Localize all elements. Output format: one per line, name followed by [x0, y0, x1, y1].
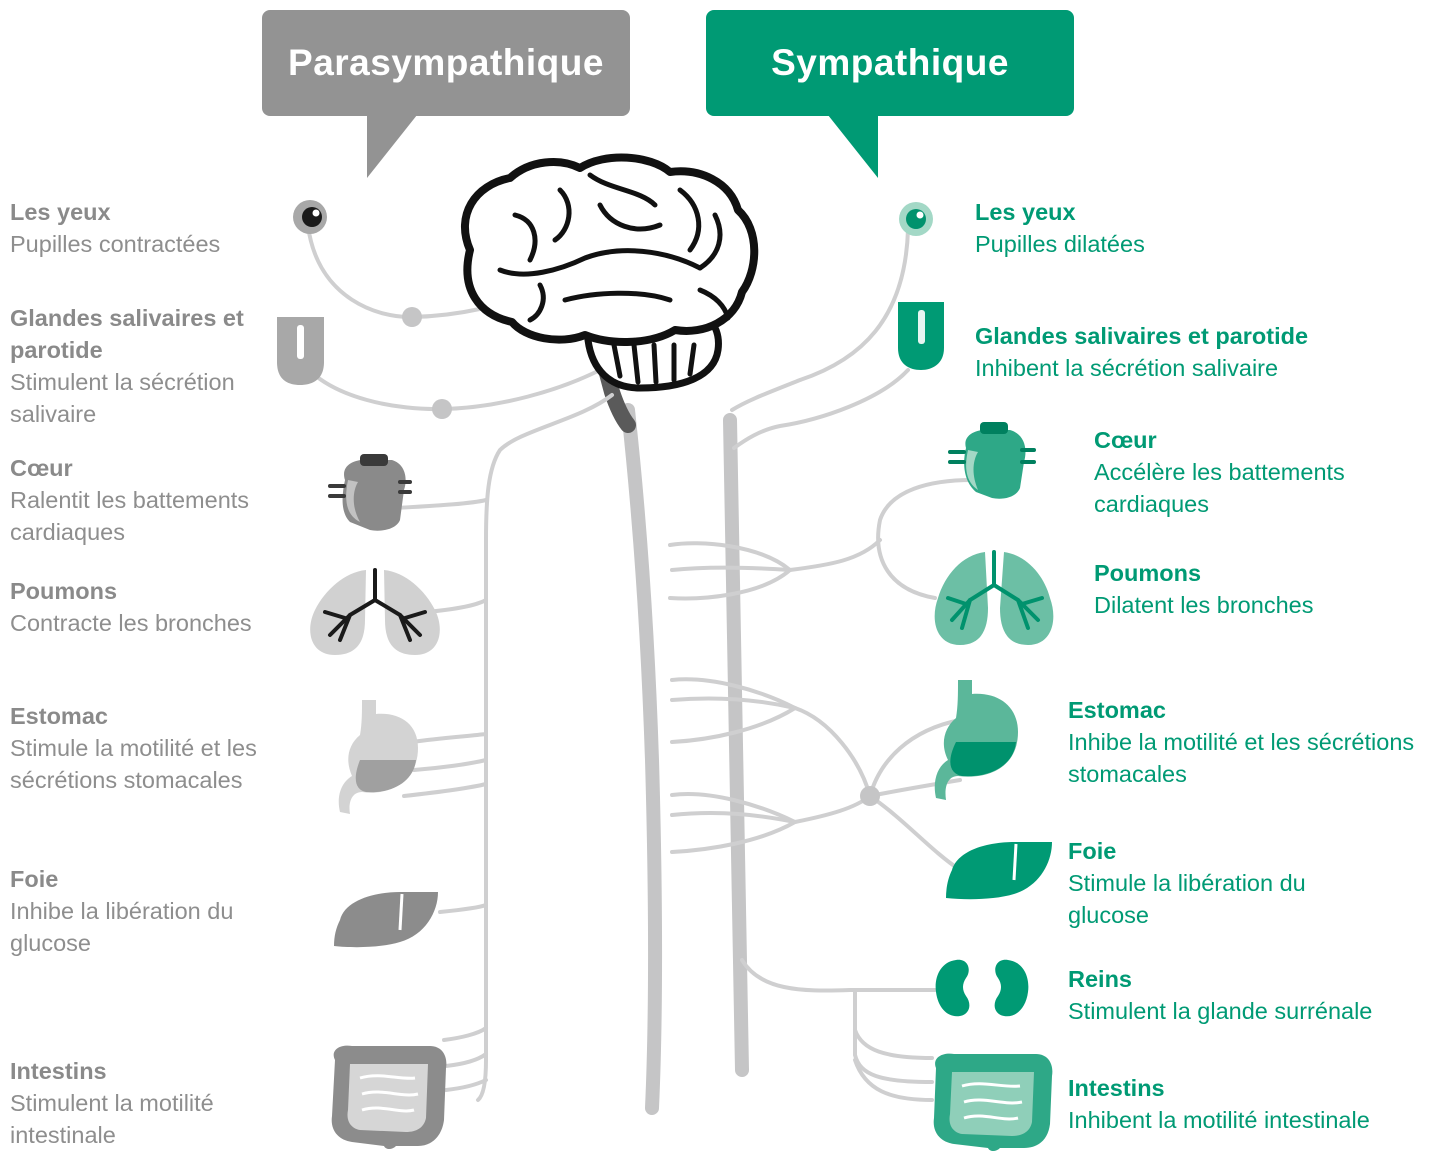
organ-name: Cœur: [1094, 424, 1394, 456]
organ-effect: Stimule la motilité et les sécrétions st…: [10, 732, 325, 796]
organ-name: Estomac: [10, 700, 325, 732]
organ-name: Glandes salivaires et parotide: [10, 302, 272, 366]
sympathetic-tongue-icon: [898, 302, 944, 370]
organ-name: Poumons: [1094, 557, 1394, 589]
organ-name: Les yeux: [975, 196, 1275, 228]
organ-effect: Ralentit les battements cardiaques: [10, 484, 295, 548]
parasympathetic-salivary-label: Glandes salivaires et parotide Stimulent…: [10, 302, 272, 430]
organ-effect: Pupilles dilatées: [975, 228, 1275, 260]
brain-icon: [465, 157, 754, 388]
organ-effect: Contracte les bronches: [10, 607, 310, 639]
parasympathetic-intestines-icon: [332, 1046, 447, 1149]
salivary-ganglion: [432, 399, 452, 419]
parasympathetic-tongue-icon: [277, 317, 324, 385]
celiac-ganglion: [860, 786, 880, 806]
sympathetic-header: Sympathique: [706, 10, 1074, 116]
organ-effect: Stimule la libération du glucose: [1068, 867, 1328, 931]
organ-name: Estomac: [1068, 694, 1420, 726]
organ-name: Les yeux: [10, 196, 280, 228]
organ-name: Glandes salivaires et parotide: [975, 320, 1395, 352]
parasympathetic-stomach-label: Estomac Stimule la motilité et les sécré…: [10, 700, 325, 796]
sympathetic-chain: [730, 420, 742, 1070]
sympathetic-liver-label: Foie Stimule la libération du glucose: [1068, 835, 1328, 931]
parasympathetic-header: Parasympathique: [262, 10, 630, 116]
sympathetic-eye-icon: [899, 202, 933, 236]
sympathetic-kidneys-icon: [936, 960, 1029, 1016]
sympathetic-salivary-label: Glandes salivaires et parotide Inhibent …: [975, 320, 1395, 384]
organ-effect: Stimulent la glande surrénale: [1068, 995, 1428, 1027]
organ-effect: Accélère les battements cardiaques: [1094, 456, 1394, 520]
organ-name: Foie: [1068, 835, 1328, 867]
sympathetic-heart-icon: [950, 422, 1034, 499]
sympathetic-intestines-icon: [934, 1054, 1053, 1151]
parasympathetic-eyes-label: Les yeux Pupilles contractées: [10, 196, 280, 260]
organ-name: Cœur: [10, 452, 295, 484]
organ-effect: Inhibent la sécrétion salivaire: [975, 352, 1395, 384]
organ-effect: Inhibe la libération du glucose: [10, 895, 250, 959]
organ-name: Intestins: [10, 1055, 270, 1087]
sympathetic-lungs-label: Poumons Dilatent les bronches: [1094, 557, 1394, 621]
parasympathetic-heart-icon: [330, 454, 410, 531]
sympathetic-eyes-label: Les yeux Pupilles dilatées: [975, 196, 1275, 260]
organ-effect: Stimulent la sécrétion salivaire: [10, 366, 272, 430]
sympathetic-heart-label: Cœur Accélère les battements cardiaques: [1094, 424, 1394, 520]
sympathetic-stomach-label: Estomac Inhibe la motilité et les sécrét…: [1068, 694, 1420, 790]
organ-effect: Inhibent la motilité intestinale: [1068, 1104, 1433, 1136]
parasympathetic-callout-tail: [367, 110, 421, 178]
organ-effect: Stimulent la motilité intestinale: [10, 1087, 270, 1151]
parasympathetic-eye-icon: [293, 200, 327, 234]
organ-name: Poumons: [10, 575, 310, 607]
organ-effect: Dilatent les bronches: [1094, 589, 1394, 621]
parasympathetic-heart-label: Cœur Ralentit les battements cardiaques: [10, 452, 295, 548]
organ-name: Intestins: [1068, 1072, 1433, 1104]
organ-name: Reins: [1068, 963, 1428, 995]
sympathetic-stomach-icon: [935, 680, 1018, 800]
sympathetic-callout-tail: [824, 110, 878, 178]
parasympathetic-liver-label: Foie Inhibe la libération du glucose: [10, 863, 250, 959]
organ-effect: Pupilles contractées: [10, 228, 280, 260]
parasympathetic-spine: [628, 410, 655, 1108]
sympathetic-lungs-icon: [935, 552, 1054, 645]
parasympathetic-liver-icon: [334, 892, 438, 947]
eye-ganglion: [402, 307, 422, 327]
sympathetic-intestines-label: Intestins Inhibent la motilité intestina…: [1068, 1072, 1433, 1136]
parasympathetic-lungs-icon: [310, 570, 440, 655]
organ-effect: Inhibe la motilité et les sécrétions sto…: [1068, 726, 1420, 790]
sympathetic-liver-icon: [946, 842, 1052, 899]
parasympathetic-lungs-label: Poumons Contracte les bronches: [10, 575, 310, 639]
organ-name: Foie: [10, 863, 250, 895]
parasympathetic-intestines-label: Intestins Stimulent la motilité intestin…: [10, 1055, 270, 1151]
sympathetic-kidneys-label: Reins Stimulent la glande surrénale: [1068, 963, 1428, 1027]
parasympathetic-nerves: [300, 226, 612, 1100]
